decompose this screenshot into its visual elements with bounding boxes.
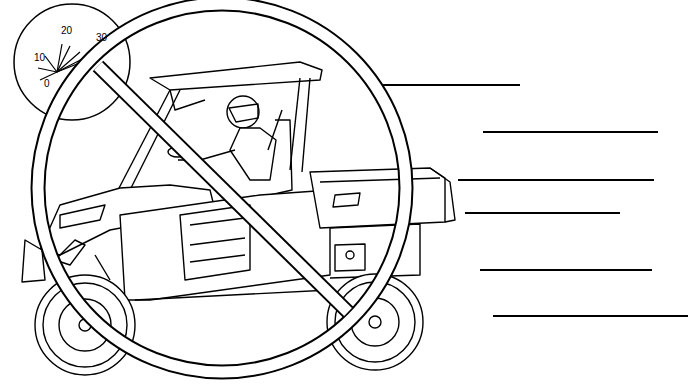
prohibition-sign	[38, 4, 406, 372]
speed-gauge	[14, 4, 130, 120]
gauge-number: 0	[44, 79, 50, 89]
gauge-number: 10	[34, 53, 45, 63]
gauge-number: 30	[96, 33, 107, 43]
gauge-number: 20	[61, 26, 72, 36]
